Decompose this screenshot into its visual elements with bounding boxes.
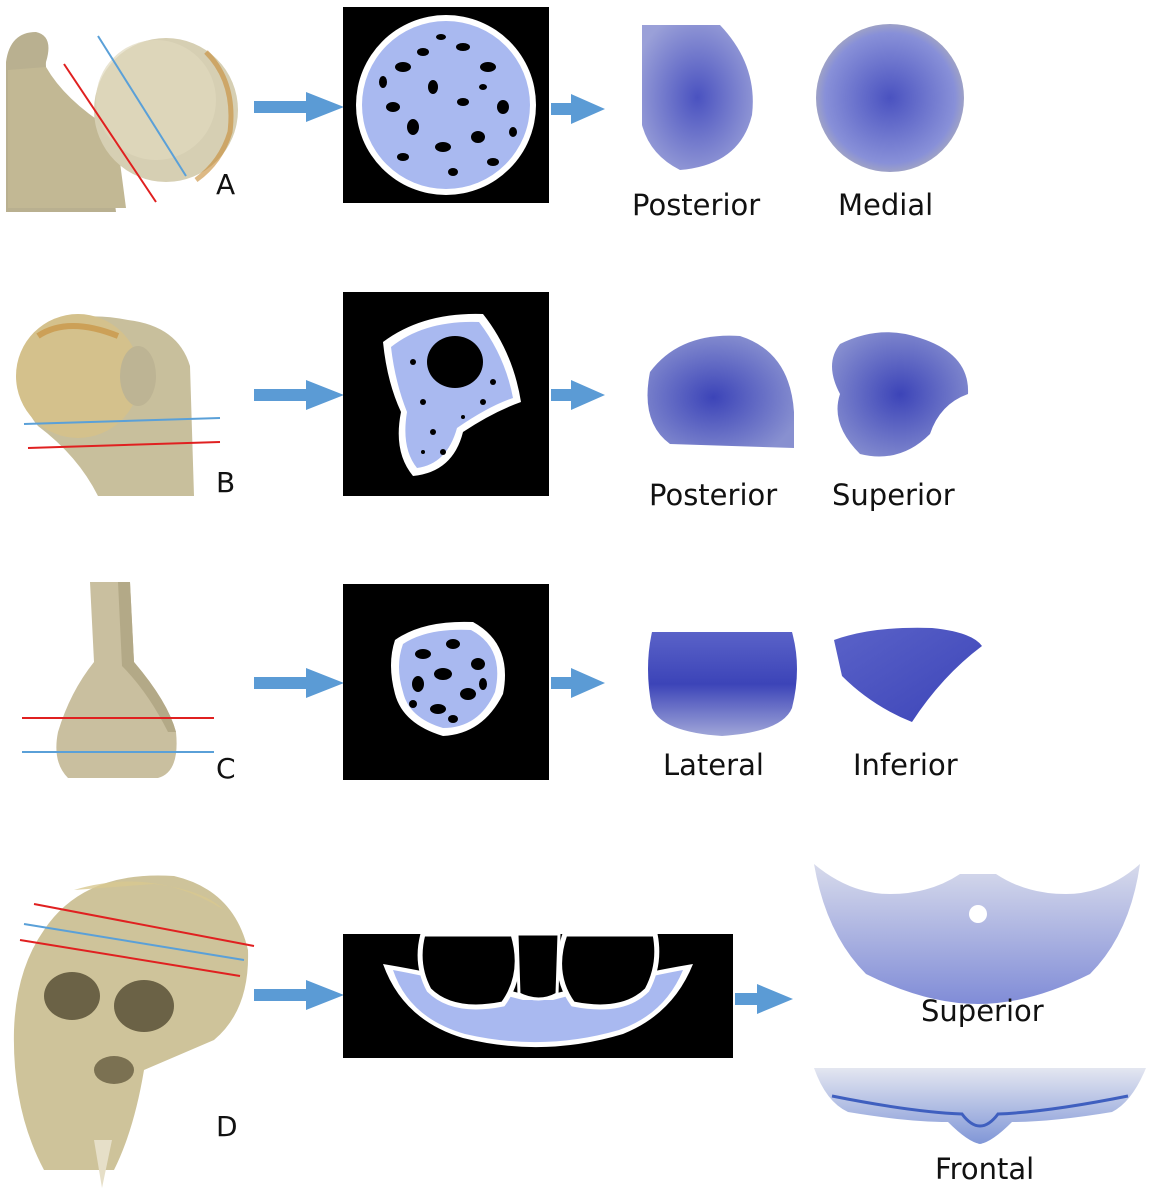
view-label: Superior [832,478,955,512]
arrow-right-icon [254,378,346,412]
femur-head-image [6,22,246,212]
volume-render-posterior [640,332,800,450]
arrow-right-icon [551,378,607,412]
view-label: Posterior [649,478,777,512]
volume-render-superior [820,324,972,464]
distal-bone-image [18,582,218,782]
arrow-right-icon [254,666,346,700]
ct-cross-section [343,934,733,1058]
view-label: Lateral [663,748,764,782]
volume-render-inferior [832,626,984,728]
view-label: Medial [838,188,933,222]
row-b: B Posterior Superior [0,280,1164,530]
view-label: Posterior [632,188,760,222]
humerus-head-image [8,306,228,496]
arrow-right-icon [551,666,607,700]
volume-render-medial [814,22,966,174]
row-letter: B [216,466,235,499]
arrow-right-icon [254,90,346,124]
volume-render-lateral [642,628,802,740]
arrow-right-icon [254,978,346,1012]
view-label: Superior [921,994,1044,1028]
view-label: Frontal [935,1152,1034,1186]
volume-render-superior [810,854,1146,1004]
row-letter: A [216,168,235,201]
volume-render-posterior [640,25,760,175]
arrow-right-icon [551,92,607,126]
row-c: C Lateral Inferior [0,570,1164,800]
row-letter: C [216,752,236,785]
row-a: A Poste [0,0,1164,240]
view-label: Inferior [853,748,958,782]
volume-render-frontal [812,1062,1148,1146]
arrow-right-icon [735,982,795,1016]
ct-cross-section [343,584,549,780]
ct-cross-section [343,7,549,203]
row-letter: D [216,1110,238,1143]
row-d: D Superior Frontal [0,840,1164,1186]
ct-cross-section [343,292,549,496]
